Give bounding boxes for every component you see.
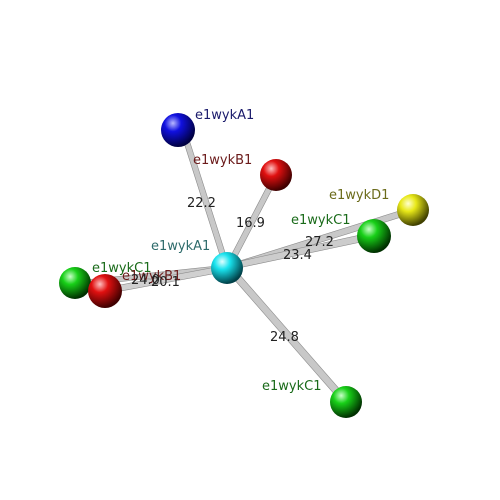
distance-yellow: 27.2 (305, 235, 334, 250)
distance-blue: 22.2 (187, 196, 216, 211)
sphere-blue[interactable] (161, 113, 195, 147)
distance-red-left: 20.1 (151, 275, 180, 290)
label-green-right: e1wykC1 (291, 213, 350, 228)
sphere-green-right[interactable] (357, 219, 391, 253)
label-red-top: e1wykB1 (193, 153, 252, 168)
label-red-left: e1wykB1 (122, 269, 181, 284)
sphere-red-left[interactable] (88, 274, 122, 308)
label-blue: e1wykA1 (195, 108, 254, 123)
distance-green-bottom: 24.8 (270, 330, 299, 345)
label-yellow: e1wykD1 (329, 188, 389, 203)
distance-red-top: 16.9 (236, 216, 265, 231)
sphere-yellow[interactable] (397, 194, 429, 226)
distance-green-right: 23.4 (283, 248, 312, 263)
label-green-left: e1wykC1 (92, 261, 151, 276)
sphere-green-left[interactable] (59, 267, 91, 299)
sphere-red-top[interactable] (260, 159, 292, 191)
label-green-bottom: e1wykC1 (262, 379, 321, 394)
sphere-center[interactable] (211, 252, 243, 284)
distance-green-left: 24.0 (131, 273, 160, 288)
label-center: e1wykA1 (151, 239, 210, 254)
sphere-green-bottom[interactable] (330, 386, 362, 418)
